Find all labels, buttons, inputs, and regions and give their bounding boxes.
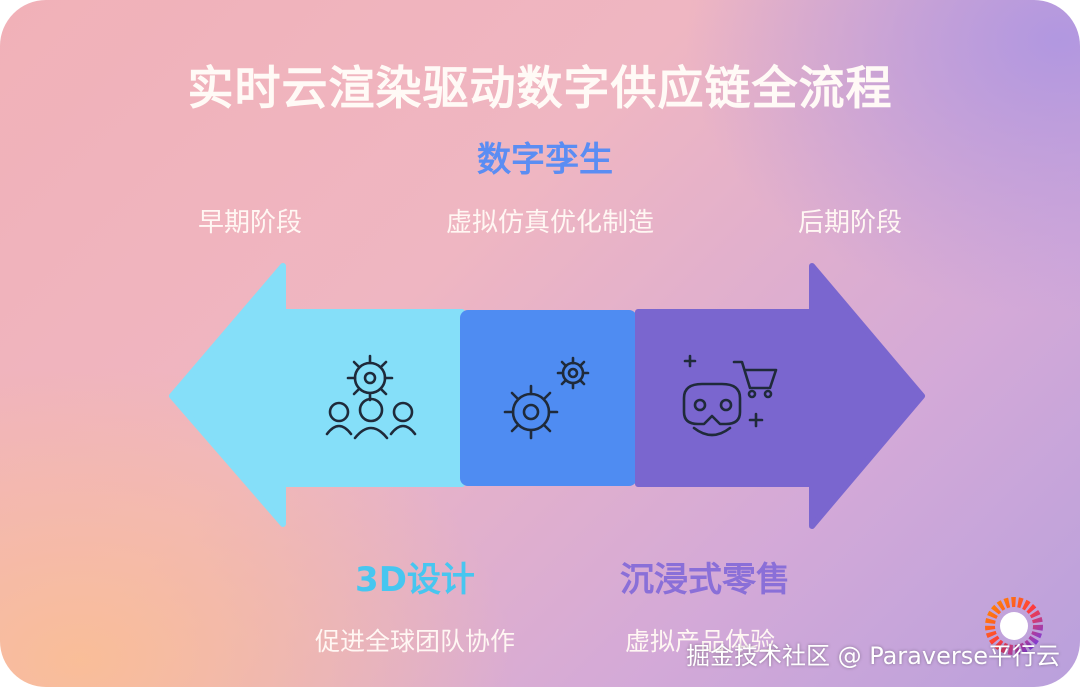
retail-subtitle: 虚拟产品体验 (624, 627, 775, 656)
team-gear-icon (325, 354, 417, 440)
stage-late-label: 后期阶段 (797, 208, 902, 238)
right-arrow (635, 263, 925, 529)
stage-early-label: 早期阶段 (197, 208, 302, 238)
paraverse-logo-icon (985, 597, 1043, 655)
stage-middle-label: 虚拟仿真优化制造 (445, 208, 654, 238)
design-title: 3D设计 (355, 560, 475, 600)
watermark: 掘金技术社区 @ Paraverse平行云 (685, 642, 1060, 670)
retail-title: 沉浸式零售 (620, 560, 790, 600)
digital-twin-label: 数字孪生 (477, 140, 613, 180)
vr-cart-icon (682, 354, 778, 437)
left-arrow (169, 263, 465, 527)
gears-icon (503, 356, 590, 440)
page-title: 实时云渲染驱动数字供应链全流程 (187, 61, 893, 115)
design-subtitle: 促进全球团队协作 (314, 627, 515, 656)
middle-block (460, 310, 637, 486)
